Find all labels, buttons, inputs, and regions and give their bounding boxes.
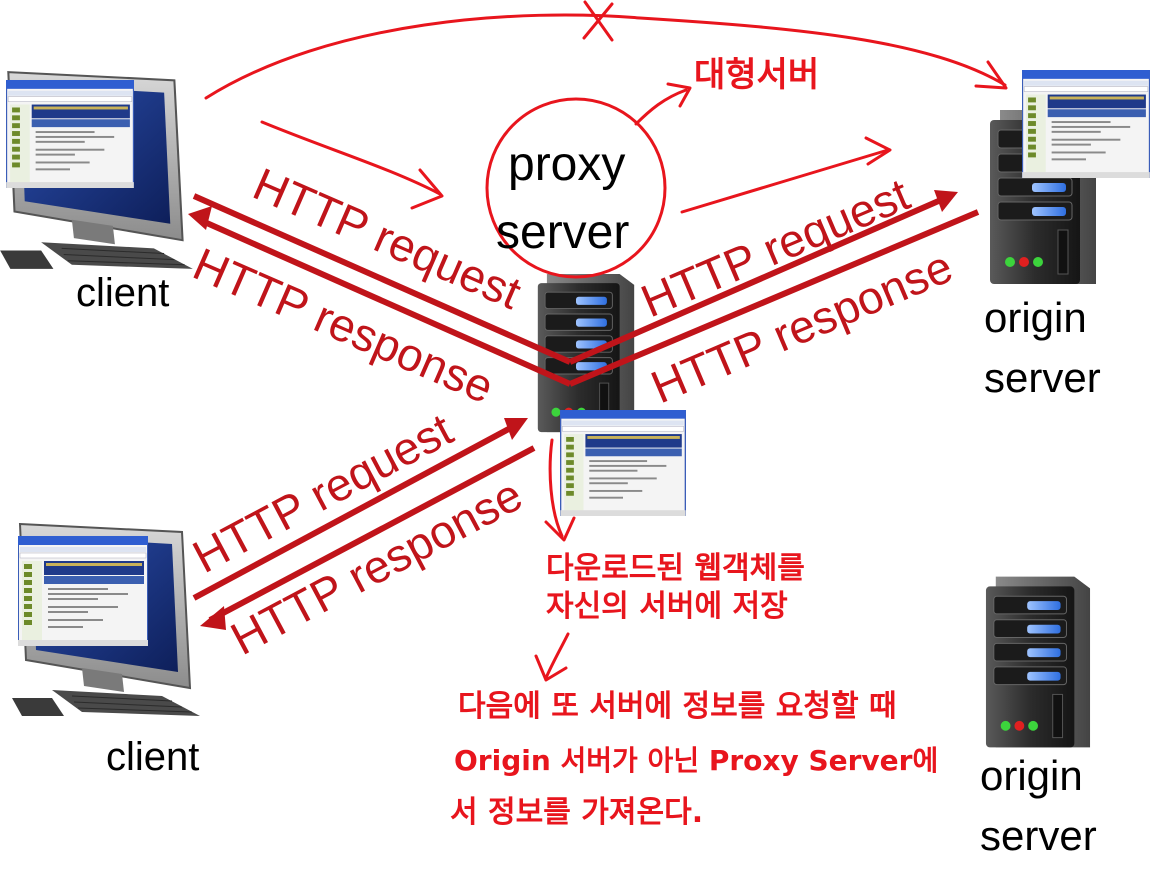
direct-path-cross-mark [582,0,614,42]
arrowhead-client-response [188,206,212,230]
note-next-line1: 다음에 또 서버에 정보를 요청할 때 [458,689,897,724]
proxy-cache-browser-icon [560,410,686,516]
origin-bottom-server-tower-icon [985,576,1091,748]
note-cache-line1: 다운로드된 웹객체를 [546,551,805,586]
proxy-to-cache-note-arrowhead [544,516,576,542]
arrow-origin-response [568,209,980,387]
note-cache-line2: 자신의 서버에 저장 [546,589,788,624]
client-bottom-computer-icon [12,523,201,717]
direct-path-arrowhead [974,60,1008,90]
proxy-label-line1: proxy [508,138,625,191]
arrow-client-response [198,217,572,387]
http-arrows [192,193,980,623]
origin-top-label-line2: server [984,354,1101,401]
origin-bottom-label-line2: server [980,812,1097,859]
direct-path-arc [204,13,1007,100]
origin-bottom-label-line1: origin [980,752,1083,799]
arrow-client-request [192,193,572,365]
arrow-origin-request [568,193,952,365]
arrowhead-client2-request [504,418,528,440]
proxy-to-cache-note-stroke [548,438,564,538]
cache-to-next-note-stroke [544,632,570,680]
note-next-line3: 서 정보를 가져온다. [450,795,703,830]
client-top-computer-icon [0,71,194,270]
cache-to-next-note-arrowhead [534,654,568,682]
proxy-label-line2: server [496,206,629,259]
proxy-highlight-circle [485,97,667,279]
arrow-client2-response [208,445,536,623]
arrowheads [188,190,958,630]
arrowhead-client2-response [200,606,226,630]
origin-top-label-line1: origin [984,294,1087,341]
client-bottom-label: client [106,735,199,779]
handwritten-strokes [204,0,1008,682]
arrowhead-origin-request [934,190,958,212]
note-next-line2: Origin 서버가 아닌 Proxy Server에 [454,744,938,777]
arrow-client2-request [192,421,520,601]
origin-top-browser-icon [1022,70,1150,178]
proxy-to-origin-arrowhead [864,136,892,166]
client-to-proxy-stroke [260,120,442,196]
client-top-label: client [76,271,169,315]
client-to-proxy-arrowhead [410,168,444,210]
note-big-server: 대형서버 [694,55,819,95]
proxy-to-bigserver-arrowhead [666,82,692,108]
proxy-to-origin-stroke [680,148,890,214]
proxy-to-bigserver-stroke [634,88,688,126]
